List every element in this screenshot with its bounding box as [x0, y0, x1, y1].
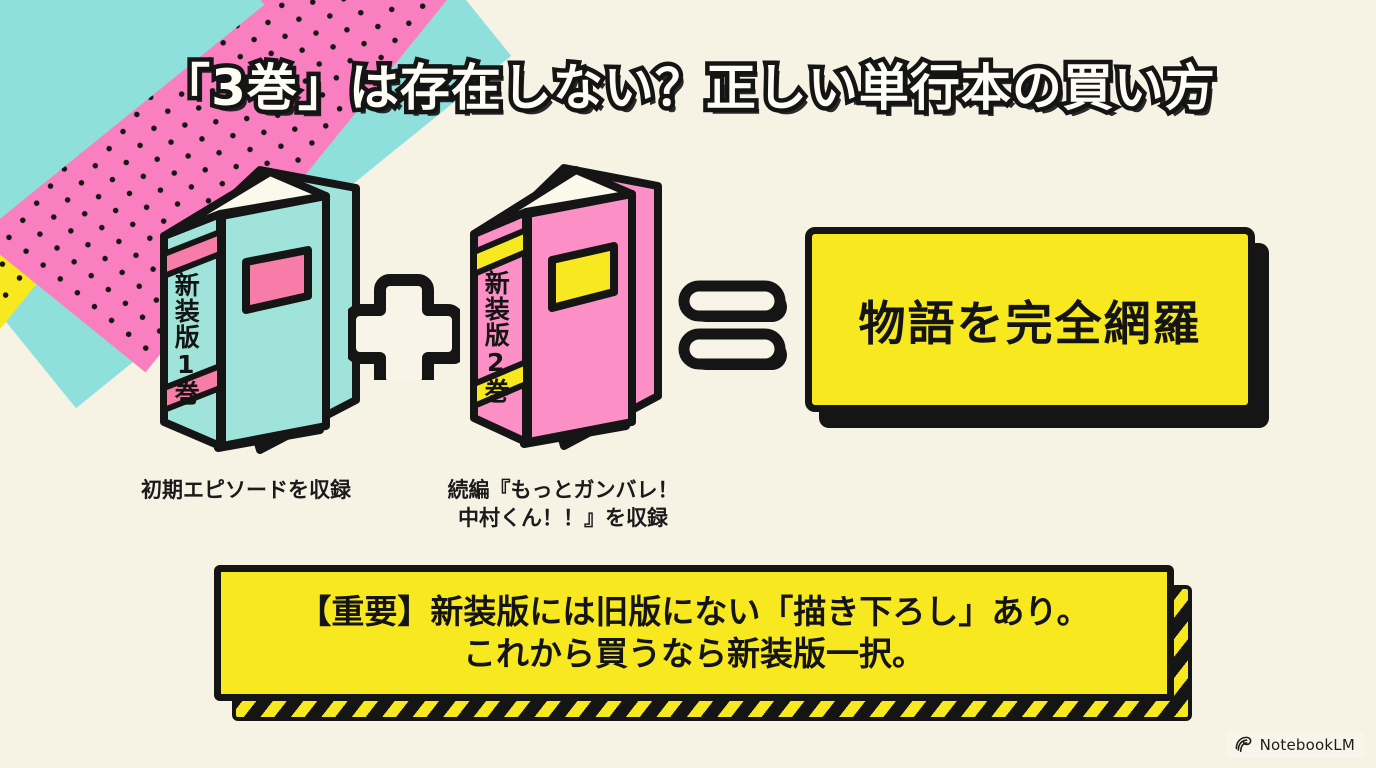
page-title: 「3巻」は存在しない？正しい単行本の買い方	[156, 55, 1220, 122]
banner-line-1: 【重要】新装版には旧版にない「描き下ろし」あり。	[298, 591, 1090, 631]
notebooklm-label: NotebookLM	[1259, 735, 1355, 754]
equals-icon	[678, 280, 787, 370]
book-2-caption-line-1: 続編『もっとガンバレ！	[447, 478, 679, 502]
book-1-spine-label: 新装版1巻	[171, 272, 201, 406]
triangle-cyan-2-top-right	[0, 176, 6, 296]
dot	[88, 10, 99, 21]
book-2-caption-line-2: 中村くん！！』を収録	[458, 506, 668, 531]
triangle-yellow-bottom-left	[56, 0, 176, 18]
book-volume-2: 新装版2巻	[462, 140, 702, 480]
result-text: 物語を完全網羅	[858, 297, 1202, 352]
book-2-spine-label: 新装版2巻	[481, 270, 511, 404]
result-card-box: 物語を完全網羅	[805, 227, 1255, 412]
banner-line-2: これから買うなら新装版一択。	[463, 634, 925, 673]
result-card: 物語を完全網羅	[805, 227, 1269, 428]
notebooklm-spiral-icon	[1235, 736, 1252, 753]
book-2-caption: 続編『もっとガンバレ！ 中村くん！！』を収録	[398, 476, 728, 533]
triangle-pink-top-left	[50, 150, 122, 221]
banner-box: 【重要】新装版には旧版にない「描き下ろし」あり。 これから買うなら新装版一択。	[214, 565, 1174, 701]
plus-icon	[348, 274, 460, 380]
important-banner: 【重要】新装版には旧版にない「描き下ろし」あり。 これから買うなら新装版一択。	[214, 565, 1192, 721]
book-1-caption: 初期エピソードを収録	[141, 478, 351, 502]
notebooklm-badge: NotebookLM	[1226, 731, 1364, 758]
